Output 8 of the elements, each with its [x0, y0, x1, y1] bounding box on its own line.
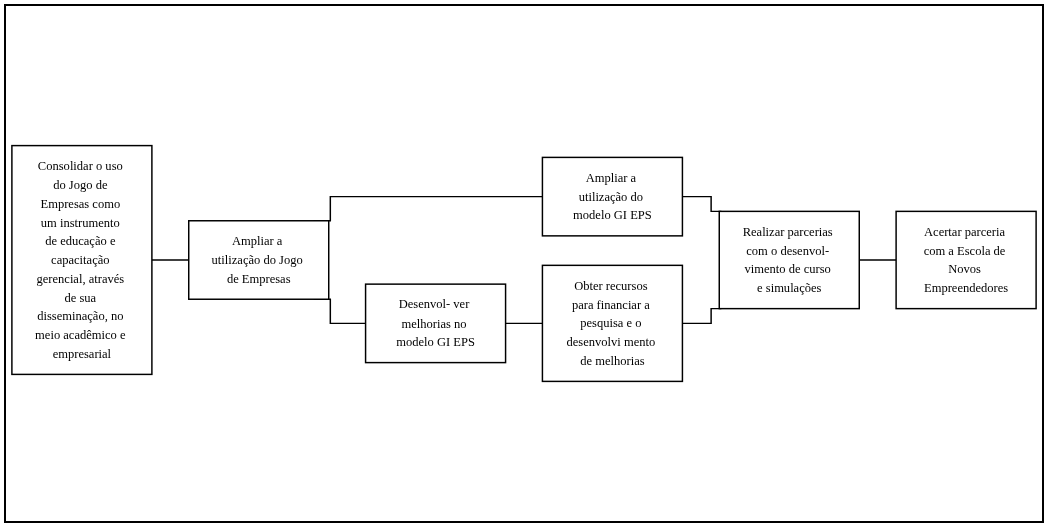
- diagram-frame: Consolidar o uso do Jogo de Empresas como um instrumento de educação e capacitação gerencial, através de sua disseminação, no meio acadêmico e empresarial Ampliar a utilização do Jogo de Empresas Ampliar a utilização do modelo GI EPS Realizar parcerias com o desenvol- vimento de curso e simulações Desenvol- ver melhorias no modelo GI EPS Obter recursos para financiar a pesquisa e o desenvolvi mento de melhorias Acertar parceria com a Escola de Novos Empreendedores: [4, 4, 1044, 523]
- node-box: [364, 283, 507, 364]
- node-box: [188, 220, 330, 300]
- node-box: [11, 144, 153, 376]
- node-box: [541, 264, 684, 383]
- node-box: [718, 210, 860, 310]
- node-box: [895, 210, 1037, 310]
- node-box: [541, 156, 684, 237]
